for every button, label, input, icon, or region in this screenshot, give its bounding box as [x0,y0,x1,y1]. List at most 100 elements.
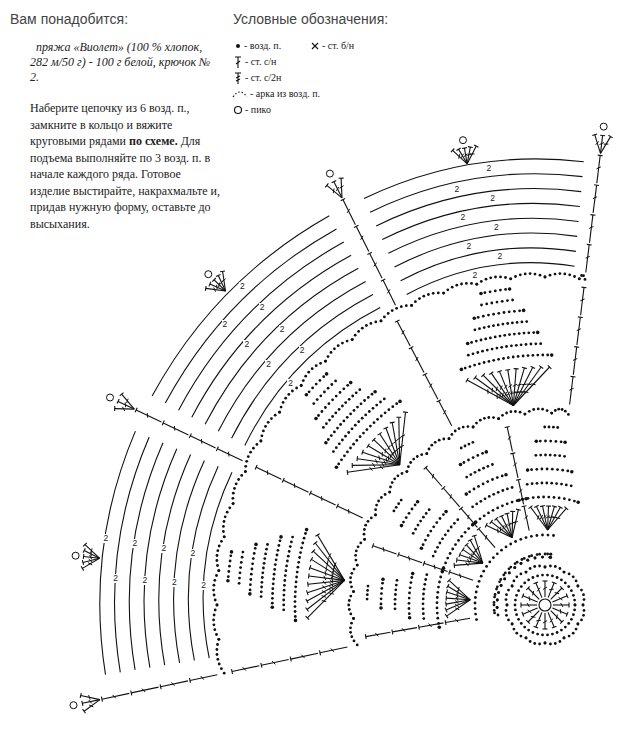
chain-dot [491,478,494,481]
chain-dot [388,491,391,494]
chain-dot [472,426,475,429]
chain-dot [560,579,563,582]
stitch-slash [468,515,469,519]
chain-dot [541,556,544,559]
chain-dot [315,383,318,386]
chain-dot [423,583,426,586]
chain-dot [266,543,269,546]
stitch-symbol [341,178,343,198]
chain-dot [503,578,506,581]
chain-dot [351,338,354,341]
stitch-top [560,620,564,624]
chain-dot [499,276,502,279]
stitch-top [534,626,539,628]
chain-dot [497,324,500,327]
chain-dot [474,596,477,599]
stitch-slash [384,460,386,464]
chain-dot [220,540,223,543]
stitch-symbol [464,148,467,164]
chain-dot [499,289,502,292]
chain-dot [496,585,499,588]
stitch-top [598,155,603,157]
chain-arch [165,229,336,403]
chain-dot [536,354,539,357]
chain-dot [349,595,352,598]
stitch-symbol [548,612,554,627]
chain-dot [515,632,518,635]
chain-dot [561,469,564,472]
stitch-slash [321,496,322,501]
legend-row: - ст. б/н [322,40,354,52]
picot [600,123,607,130]
stitch-top [101,697,102,702]
chain-dot [287,393,290,396]
chain-dot [550,553,553,556]
chain-dot [349,576,352,579]
chain-dot [501,475,504,478]
chain-dot [500,346,503,349]
bobble [324,441,328,445]
chain-dot [525,536,528,539]
stitch-slash [386,458,387,463]
stitch-slash [329,587,333,589]
chain-dot [546,553,549,556]
chain-dot [380,415,383,418]
chain-dot [388,408,391,411]
chain-dot [213,628,216,631]
chain-dot [496,476,499,479]
chain-dot [560,483,563,486]
chain-dot [408,607,411,610]
chain-dot [422,602,425,605]
stitch-top [216,447,218,452]
chain-dot [582,604,585,607]
chain-dot [341,405,344,408]
stitch-top [160,684,161,689]
chain-dot [517,618,520,621]
stitch-slash [388,446,390,450]
stitch-slash [385,449,386,454]
chain-dot [271,592,274,595]
chain-dot [216,549,219,552]
stitch-top [522,612,524,617]
stitch-symbol [439,401,452,426]
stitch-count-box: 2 [131,532,138,550]
stitch-slash [485,535,486,540]
stitch-symbol [131,687,158,693]
stitch-slash [502,393,503,398]
chain-dot [424,578,427,581]
chain-dot [530,554,533,557]
stitch-top [83,543,87,547]
chain-dot [436,601,439,604]
stitch-symbol [513,367,541,406]
chain-dot [346,384,349,387]
chain-dot [563,571,566,574]
chain-dot [283,579,286,582]
chain-dot [500,584,503,587]
stitch-symbol [352,464,400,466]
stitch-symbol [161,681,188,687]
chain-dot [394,607,397,610]
stitch-slash [89,705,93,707]
stitch-top [526,586,530,590]
stitch-top [447,579,450,583]
chain-dot [525,571,528,574]
chain-dot [536,633,539,636]
chain-dot [228,565,231,568]
chain-dot [273,568,276,571]
chain-dot [438,439,441,442]
chain-dot [532,631,535,634]
chain-dot [582,593,585,596]
stitch-slash [543,587,547,589]
chain-dot [497,417,500,420]
chain-dot [478,469,481,472]
chain-dot [333,431,336,434]
stitch-symbol [397,321,410,346]
stitch-slash [526,384,531,385]
stitch-symbol [356,226,369,251]
stitch-symbol [467,380,513,405]
chain-dot [249,578,252,581]
stitch-slash [573,359,577,361]
chain-dot [464,445,467,448]
chain-dot [357,545,360,548]
chain-dot [354,424,357,427]
